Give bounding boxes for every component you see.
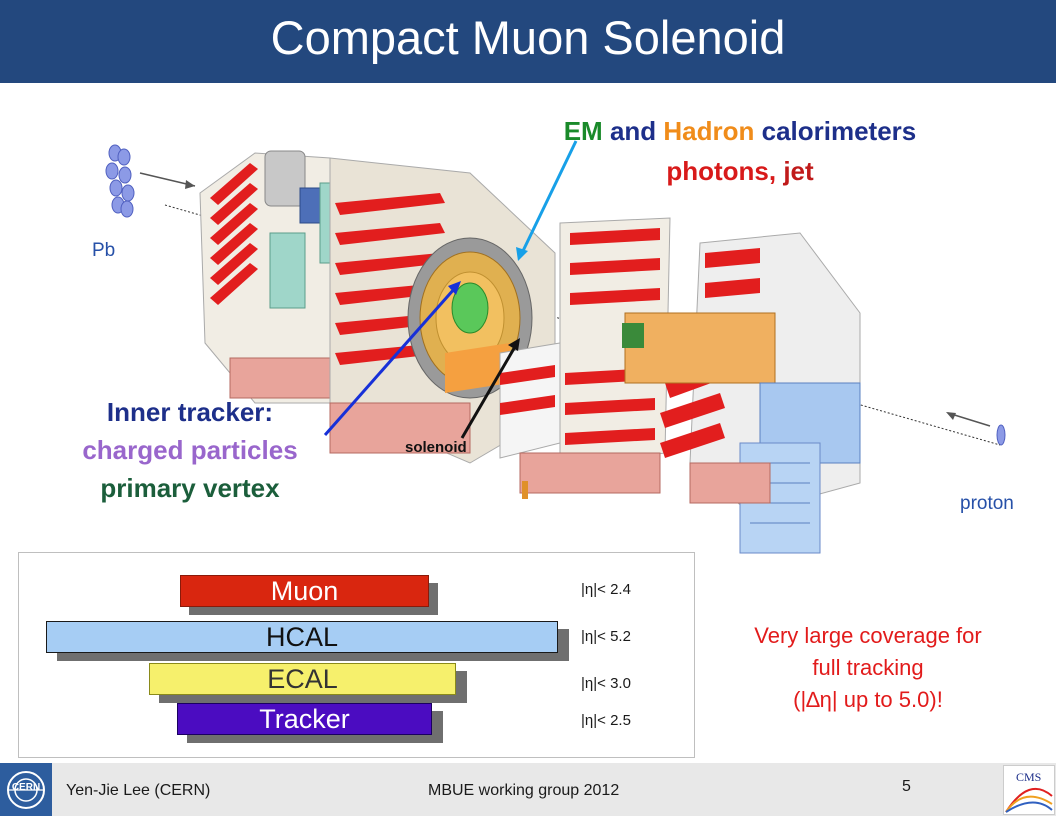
ecal-bar: ECAL	[149, 663, 456, 695]
coverage-note: Very large coverage for full tracking (|…	[708, 620, 1028, 716]
cern-logo-text: CERN	[11, 782, 41, 793]
tracker-bar: Tracker	[177, 703, 432, 735]
title-bar: Compact Muon Solenoid	[0, 0, 1056, 83]
coverage-panel: Muon |η|< 2.4 HCAL |η|< 5.2 ECAL |η|< 3.…	[18, 552, 695, 758]
ecal-eta: |η|< 3.0	[581, 675, 631, 692]
hcal-eta: |η|< 5.2	[581, 628, 631, 645]
calorimeter-label: EM and Hadron calorimeters	[470, 116, 1010, 147]
footer-author: Yen-Jie Lee (CERN)	[66, 782, 211, 799]
tracker-pointer	[323, 287, 457, 436]
muon-eta: |η|< 2.4	[581, 581, 631, 598]
tracker-title: Inner tracker:	[106, 397, 274, 427]
jet-text: jet	[783, 156, 814, 186]
pb-ion-icon	[105, 144, 135, 218]
and-text: and	[602, 116, 664, 146]
tracker-label: Inner tracker: charged particles primary…	[40, 393, 340, 507]
em-text: EM	[563, 116, 603, 146]
slide-title: Compact Muon Solenoid	[270, 11, 786, 64]
cms-logo: CMS	[1003, 765, 1055, 815]
pb-label: Pb	[92, 240, 116, 261]
calorimeter-physics-label: photons, jet	[470, 156, 1010, 187]
hadron-text: Hadron	[663, 116, 755, 146]
photons-text: photons,	[666, 156, 784, 186]
coverage-note-line1: Very large coverage for	[754, 623, 982, 648]
tracker-vertex: primary vertex	[100, 473, 280, 503]
right-endcap	[622, 232, 861, 554]
cern-logo: CERN	[0, 763, 52, 816]
muon-bar: Muon	[180, 575, 429, 607]
footer-event: MBUE working group 2012	[428, 782, 620, 799]
coverage-note-line2: full tracking	[812, 655, 924, 680]
calorimeters-text: calorimeters	[754, 116, 917, 146]
footer	[0, 763, 1056, 816]
tracker-charged: charged particles	[82, 435, 298, 465]
cms-logo-text: CMS	[1016, 770, 1042, 784]
solenoid-pointer	[460, 344, 518, 439]
hcal-bar: HCAL	[46, 621, 558, 653]
cms-detector-illustration	[105, 140, 1006, 554]
coverage-note-line3: (|∆η| up to 5.0)!	[793, 687, 943, 712]
page-number: 5	[902, 778, 911, 795]
proton-label: proton	[960, 493, 1014, 514]
tracker-eta: |η|< 2.5	[581, 712, 631, 729]
solenoid-label: solenoid	[405, 439, 467, 456]
calorimeter-pointer	[520, 140, 578, 254]
proton-icon	[996, 424, 1006, 446]
middle-wheels	[499, 217, 671, 494]
person-scale-icon	[522, 481, 528, 499]
